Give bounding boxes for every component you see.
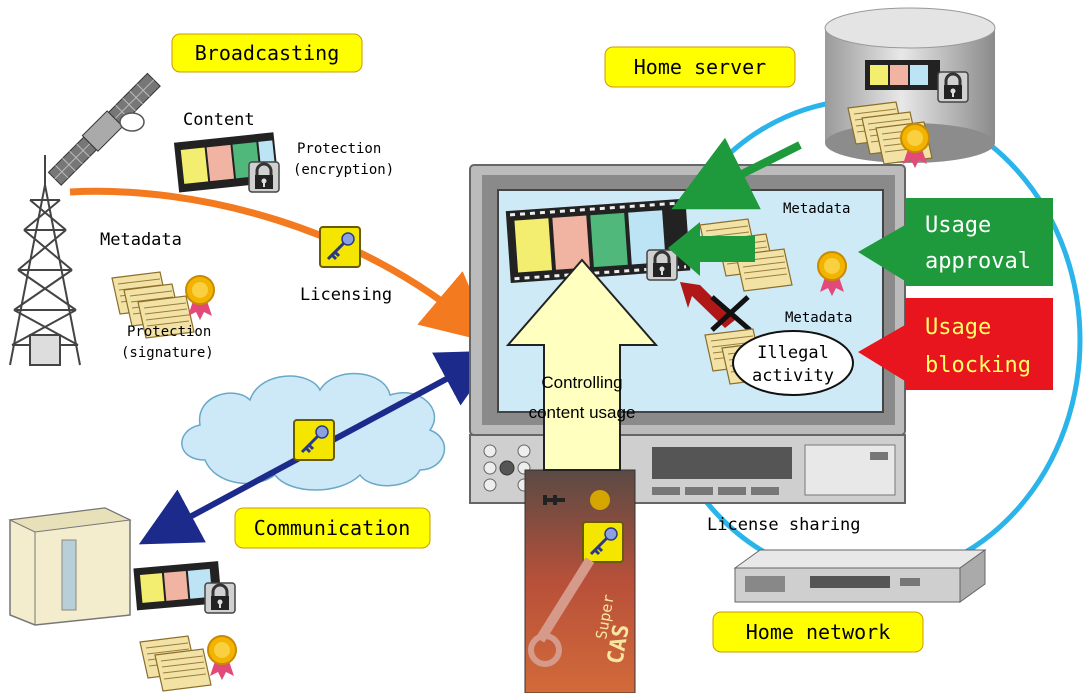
server-film-strip-icon [133,561,222,611]
controlling-content-usage-arrow: Controlling content usage [505,258,659,471]
card-key-icon [581,520,625,564]
usage-blocking-box: Usage blocking [858,298,1053,390]
svg-text:Home network: Home network [746,620,891,644]
svg-text:Controlling: Controlling [541,373,622,392]
svg-text:Broadcasting: Broadcasting [195,41,340,65]
content-label: Content [183,110,255,130]
protection-encryption-label-2: (encryption) [293,162,394,178]
home-server-icon [824,7,996,169]
recorder-device-icon [733,549,987,603]
broadcast-arrow [69,187,494,344]
licensing-label: Licensing [300,285,392,305]
license-key-icon [318,225,362,269]
broadcast-tower-icon [9,155,81,366]
usage-approval-box: Usage approval [858,198,1053,286]
svg-text:approval: approval [925,249,1031,274]
screen-film-strip-icon [505,198,691,283]
broadcasting-label: Broadcasting [171,33,363,73]
svg-text:Home server: Home server [634,55,766,79]
svg-text:blocking: blocking [925,353,1031,378]
svg-text:Usage: Usage [925,213,991,238]
home-server-arrow [671,137,802,210]
super-cas-card: Super CAS [524,469,636,694]
illegal-activity-bubble: Illegal activity [732,330,854,396]
home-network-label: Home network [712,611,924,653]
server-lock-icon [203,581,237,615]
lock-icon [247,160,281,194]
license-sharing-label: License sharing [707,515,861,535]
communication-key-icon [292,418,336,462]
svg-text:content usage: content usage [529,403,636,422]
screen-lock-icon [645,248,679,282]
approval-block-arrow [668,222,755,276]
satellite-icon [47,72,161,186]
svg-text:Illegal: Illegal [757,343,829,363]
metadata-mid-label: Metadata [785,310,852,326]
metadata-top-label: Metadata [783,201,850,217]
server-metadata-icon [139,635,237,692]
svg-text:Communication: Communication [254,516,411,540]
content-server-icon [8,507,132,626]
communication-label: Communication [234,507,431,549]
protection-signature-label-2: (signature) [121,345,214,361]
svg-text:activity: activity [752,366,834,386]
svg-text:Usage: Usage [925,315,991,340]
protection-signature-label-1: Protection [127,324,211,340]
metadata-left-label: Metadata [100,230,182,250]
block-cross-icon [710,295,752,332]
protection-encryption-label-1: Protection [297,141,381,157]
home-server-label: Home server [604,46,796,88]
blocked-arrow [680,282,735,328]
